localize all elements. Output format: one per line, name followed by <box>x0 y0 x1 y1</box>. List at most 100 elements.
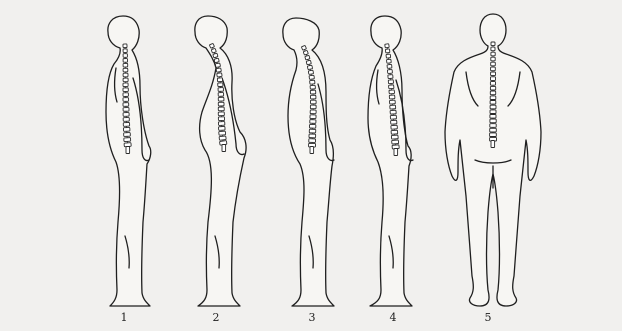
vertebra <box>124 133 131 137</box>
vertebra <box>218 122 224 126</box>
vertebra <box>310 120 316 124</box>
vertebra <box>123 63 128 67</box>
vertebra <box>310 100 316 104</box>
vertebra <box>123 117 129 121</box>
vertebra <box>490 110 496 114</box>
vertebra <box>309 75 314 79</box>
figure-1 <box>106 16 151 306</box>
vertebra <box>123 83 128 87</box>
vertebra <box>389 95 395 99</box>
vertebra <box>386 54 391 58</box>
vertebra <box>490 86 495 90</box>
vertebra <box>218 93 224 97</box>
vertebra <box>310 90 315 94</box>
vertebra <box>217 73 222 77</box>
vertebra <box>218 112 224 116</box>
vertebra <box>491 67 496 71</box>
vertebra <box>123 127 130 131</box>
vertebra <box>123 54 127 58</box>
vertebra <box>391 120 397 124</box>
vertebra <box>123 113 129 117</box>
figure-5-label: 5 <box>478 312 498 324</box>
vertebra <box>123 68 128 72</box>
vertebra <box>123 88 128 92</box>
vertebra <box>394 149 398 156</box>
vertebra <box>387 64 392 68</box>
vertebra <box>214 58 219 63</box>
vertebra <box>218 102 224 106</box>
vertebra <box>219 136 226 140</box>
vertebra <box>490 115 496 119</box>
vertebra <box>389 85 394 89</box>
vertebra <box>385 44 389 48</box>
vertebra <box>215 63 220 67</box>
vertebra <box>388 75 393 79</box>
vertebra <box>218 83 223 87</box>
vertebra <box>389 90 395 94</box>
vertebra <box>216 68 221 72</box>
vertebra <box>390 110 396 114</box>
vertebra <box>218 107 224 111</box>
vertebra <box>490 128 497 132</box>
figure-3 <box>283 18 334 306</box>
vertebra <box>218 97 224 101</box>
vertebra <box>491 47 495 51</box>
figure-1-label: 1 <box>114 312 134 324</box>
vertebra <box>389 100 395 104</box>
figure-1-outline <box>106 16 151 306</box>
vertebra <box>309 129 316 133</box>
figure-2-label: 2 <box>206 312 226 324</box>
vertebra <box>491 77 496 81</box>
vertebra <box>310 95 315 99</box>
vertebra <box>213 53 218 58</box>
vertebra <box>491 42 495 46</box>
vertebra <box>307 65 312 69</box>
vertebra <box>390 105 396 109</box>
vertebra <box>388 80 393 84</box>
vertebra <box>218 88 223 92</box>
vertebra <box>310 85 315 89</box>
vertebra <box>309 139 316 143</box>
vertebra <box>392 140 399 144</box>
vertebra <box>123 78 128 82</box>
vertebra <box>490 96 496 100</box>
vertebra <box>491 52 495 56</box>
vertebra <box>123 108 129 112</box>
vertebra <box>305 55 310 60</box>
vertebra <box>386 59 391 63</box>
vertebra <box>490 82 495 86</box>
vertebra <box>209 43 214 48</box>
vertebra <box>303 50 308 55</box>
vertebra <box>490 105 496 109</box>
vertebra <box>387 69 392 73</box>
figure-2-outline <box>195 16 246 306</box>
vertebra <box>306 60 311 65</box>
vertebra <box>390 115 396 119</box>
vertebra <box>301 45 306 50</box>
vertebra <box>490 119 496 123</box>
vertebra <box>123 98 129 102</box>
vertebra <box>385 49 390 53</box>
vertebra <box>310 110 316 114</box>
vertebra <box>490 91 495 95</box>
vertebra <box>124 138 131 142</box>
figure-4 <box>368 16 413 306</box>
vertebra <box>123 59 127 63</box>
vertebra <box>309 134 316 138</box>
vertebra <box>391 135 398 139</box>
vertebra <box>123 73 128 77</box>
vertebra <box>491 72 496 76</box>
vertebra <box>490 101 496 105</box>
vertebra <box>310 80 315 84</box>
vertebra <box>219 131 226 135</box>
vertebra <box>217 78 222 82</box>
figure-4-label: 4 <box>383 312 403 324</box>
vertebra <box>308 70 313 74</box>
vertebra <box>309 124 315 128</box>
vertebra <box>490 133 497 137</box>
vertebra <box>310 147 314 154</box>
vertebra <box>123 44 127 48</box>
figure-3-label: 3 <box>302 312 322 324</box>
